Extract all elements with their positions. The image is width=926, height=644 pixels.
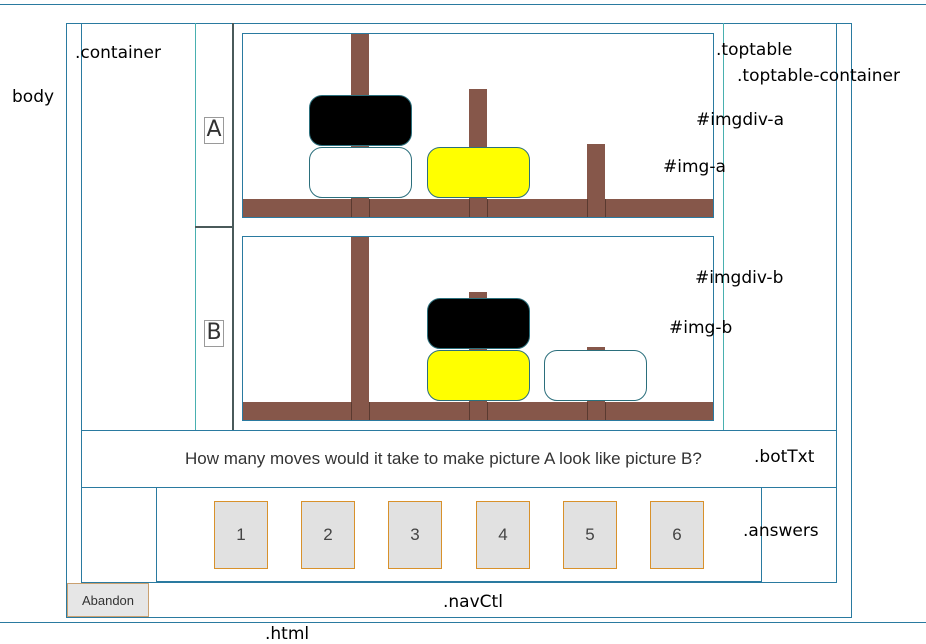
base-a-seam-4 — [487, 199, 488, 217]
disk-b-white — [544, 350, 647, 401]
disk-a-white — [309, 147, 412, 198]
annotation-toptable: .toptable — [716, 40, 793, 60]
base-b — [243, 402, 713, 420]
answer-button-3[interactable]: 3 — [388, 501, 442, 569]
annotation-container: .container — [75, 43, 161, 63]
html-top-border — [0, 4, 926, 5]
annotation-html: .html — [265, 624, 310, 644]
body-box — [66, 23, 852, 618]
base-a — [243, 199, 713, 217]
question-text: How many moves would it take to make pic… — [185, 449, 702, 468]
annotation-body: body — [12, 87, 55, 107]
toptable-column-divider — [232, 23, 234, 430]
base-a-seam-1 — [351, 199, 352, 217]
answer-button-2[interactable]: 2 — [301, 501, 355, 569]
disk-a-black — [309, 95, 412, 146]
base-a-seam-6 — [605, 199, 606, 217]
row-label-a: A — [204, 117, 224, 144]
html-bottom-border — [0, 622, 926, 623]
base-a-seam-3 — [469, 199, 470, 217]
annotation-bottxt: .botTxt — [754, 447, 815, 467]
annotation-imgdiv-a: #imgdiv-a — [696, 110, 784, 130]
answers-container — [156, 487, 762, 582]
toptable-bottom — [81, 430, 837, 431]
base-b-seam-2 — [369, 402, 370, 420]
annotation-navctl: .navCtl — [443, 592, 503, 612]
answer-button-1[interactable]: 1 — [214, 501, 268, 569]
annotation-toptable-container: .toptable-container — [737, 66, 901, 86]
answer-button-5[interactable]: 5 — [563, 501, 617, 569]
annotation-answers: .answers — [743, 521, 819, 541]
base-b-seam-1 — [351, 402, 352, 420]
base-a-seam-5 — [587, 199, 588, 217]
base-a-seam-2 — [369, 199, 370, 217]
abandon-button[interactable]: Abandon — [67, 583, 149, 617]
toptable-container-right — [723, 23, 724, 430]
base-b-seam-5 — [587, 402, 588, 420]
annotation-img-a: #img-a — [663, 157, 726, 177]
peg-b-1 — [351, 237, 369, 420]
base-b-seam-3 — [469, 402, 470, 420]
base-b-seam-6 — [605, 402, 606, 420]
answer-button-4[interactable]: 4 — [476, 501, 530, 569]
annotation-imgdiv-b: #imgdiv-b — [695, 268, 784, 288]
disk-a-yellow — [427, 147, 530, 198]
disk-b-black — [427, 298, 530, 349]
annotation-img-b: #img-b — [669, 318, 733, 338]
answer-button-6[interactable]: 6 — [650, 501, 704, 569]
base-b-seam-4 — [487, 402, 488, 420]
disk-b-yellow — [427, 350, 530, 401]
row-label-b: B — [204, 320, 224, 347]
container-box — [81, 23, 837, 583]
toptable-row-divider — [195, 226, 233, 228]
peg-a-3 — [587, 144, 605, 217]
